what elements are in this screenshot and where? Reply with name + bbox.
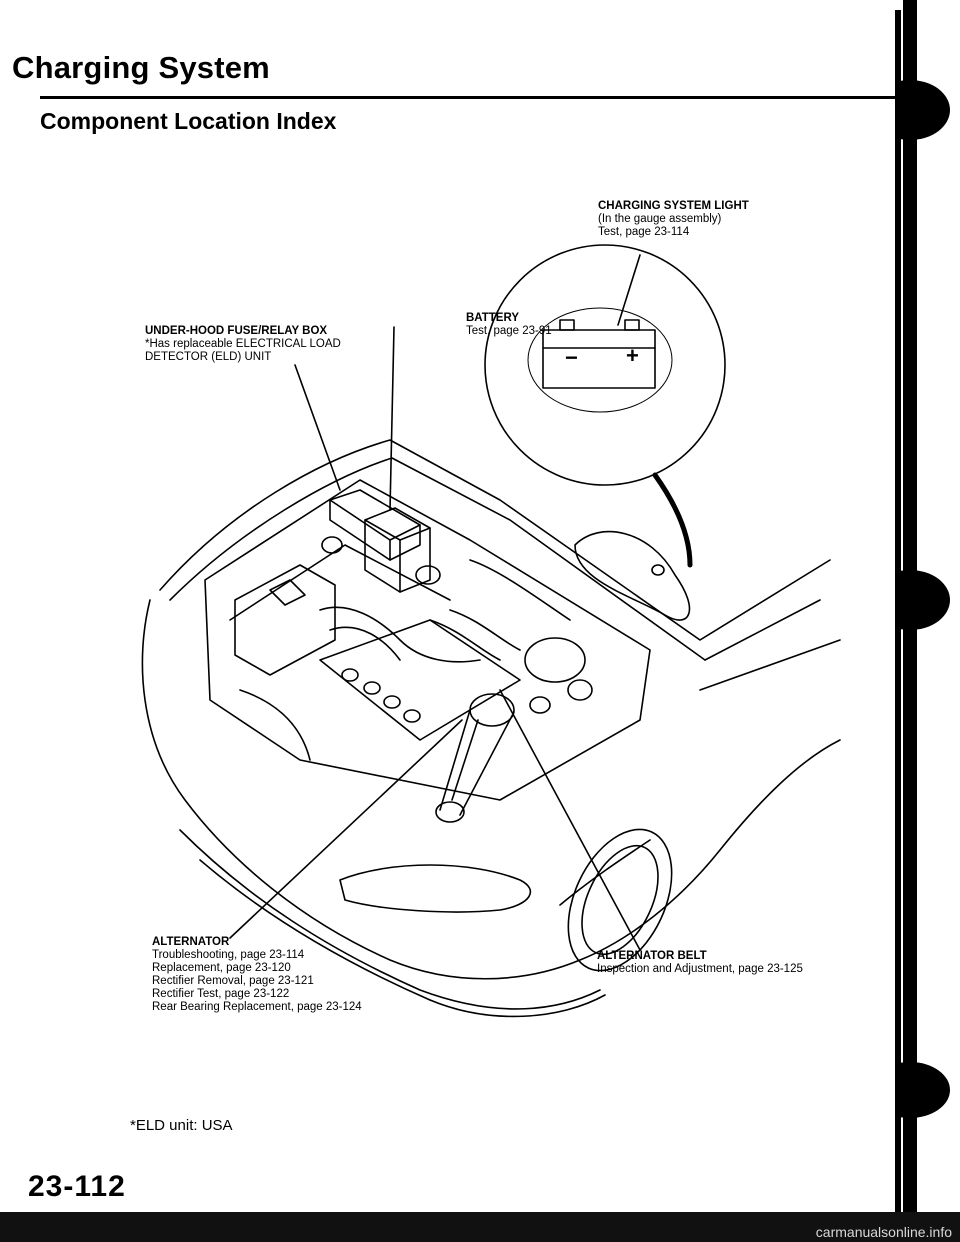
page-number: 23-112 (28, 1170, 126, 1203)
alternator-label: ALTERNATOR Troubleshooting, page 23-114 … (152, 936, 362, 1014)
battery-label: BATTERY Test, page 23-91 (466, 312, 552, 338)
plus-symbol: + (626, 343, 639, 368)
alternator-belt-line: Inspection and Adjustment, page 23-125 (597, 963, 803, 975)
charging-system-light-line: (In the gauge assembly) (598, 213, 722, 225)
alternator-line: Rectifier Test, page 23-122 (152, 988, 290, 1000)
alternator-belt-title: ALTERNATOR BELT (597, 950, 707, 962)
alternator-line: Troubleshooting, page 23-114 (152, 949, 305, 961)
watermark: carmanualsonline.info (815, 1224, 952, 1240)
alternator-line: Rear Bearing Replacement, page 23-124 (152, 1001, 362, 1013)
battery-line: Test, page 23-91 (466, 325, 552, 337)
alternator-line: Rectifier Removal, page 23-121 (152, 975, 314, 987)
alternator-line: Replacement, page 23-120 (152, 962, 291, 974)
battery-title: BATTERY (466, 312, 520, 324)
fuse-relay-box-line: *Has replaceable ELECTRICAL LOAD (145, 338, 341, 350)
alternator-title: ALTERNATOR (152, 936, 230, 948)
fuse-relay-box-line: DETECTOR (ELD) UNIT (145, 351, 272, 363)
alternator-belt-label: ALTERNATOR BELT Inspection and Adjustmen… (597, 950, 803, 976)
page-title: Charging System (12, 50, 270, 85)
charging-system-light-label: CHARGING SYSTEM LIGHT (In the gauge asse… (598, 200, 749, 239)
footnote: *ELD unit: USA (130, 1117, 233, 1134)
fuse-relay-box-label: UNDER-HOOD FUSE/RELAY BOX *Has replaceab… (145, 325, 341, 364)
charging-system-light-line: Test, page 23-114 (598, 226, 690, 238)
fuse-relay-box-title: UNDER-HOOD FUSE/RELAY BOX (145, 325, 328, 337)
header-rule (40, 96, 900, 99)
bottom-bar (0, 1212, 960, 1242)
minus-symbol: − (565, 345, 578, 370)
section-subtitle: Component Location Index (40, 108, 337, 134)
charging-system-light-title: CHARGING SYSTEM LIGHT (598, 200, 749, 212)
binder-edge (895, 0, 950, 1212)
